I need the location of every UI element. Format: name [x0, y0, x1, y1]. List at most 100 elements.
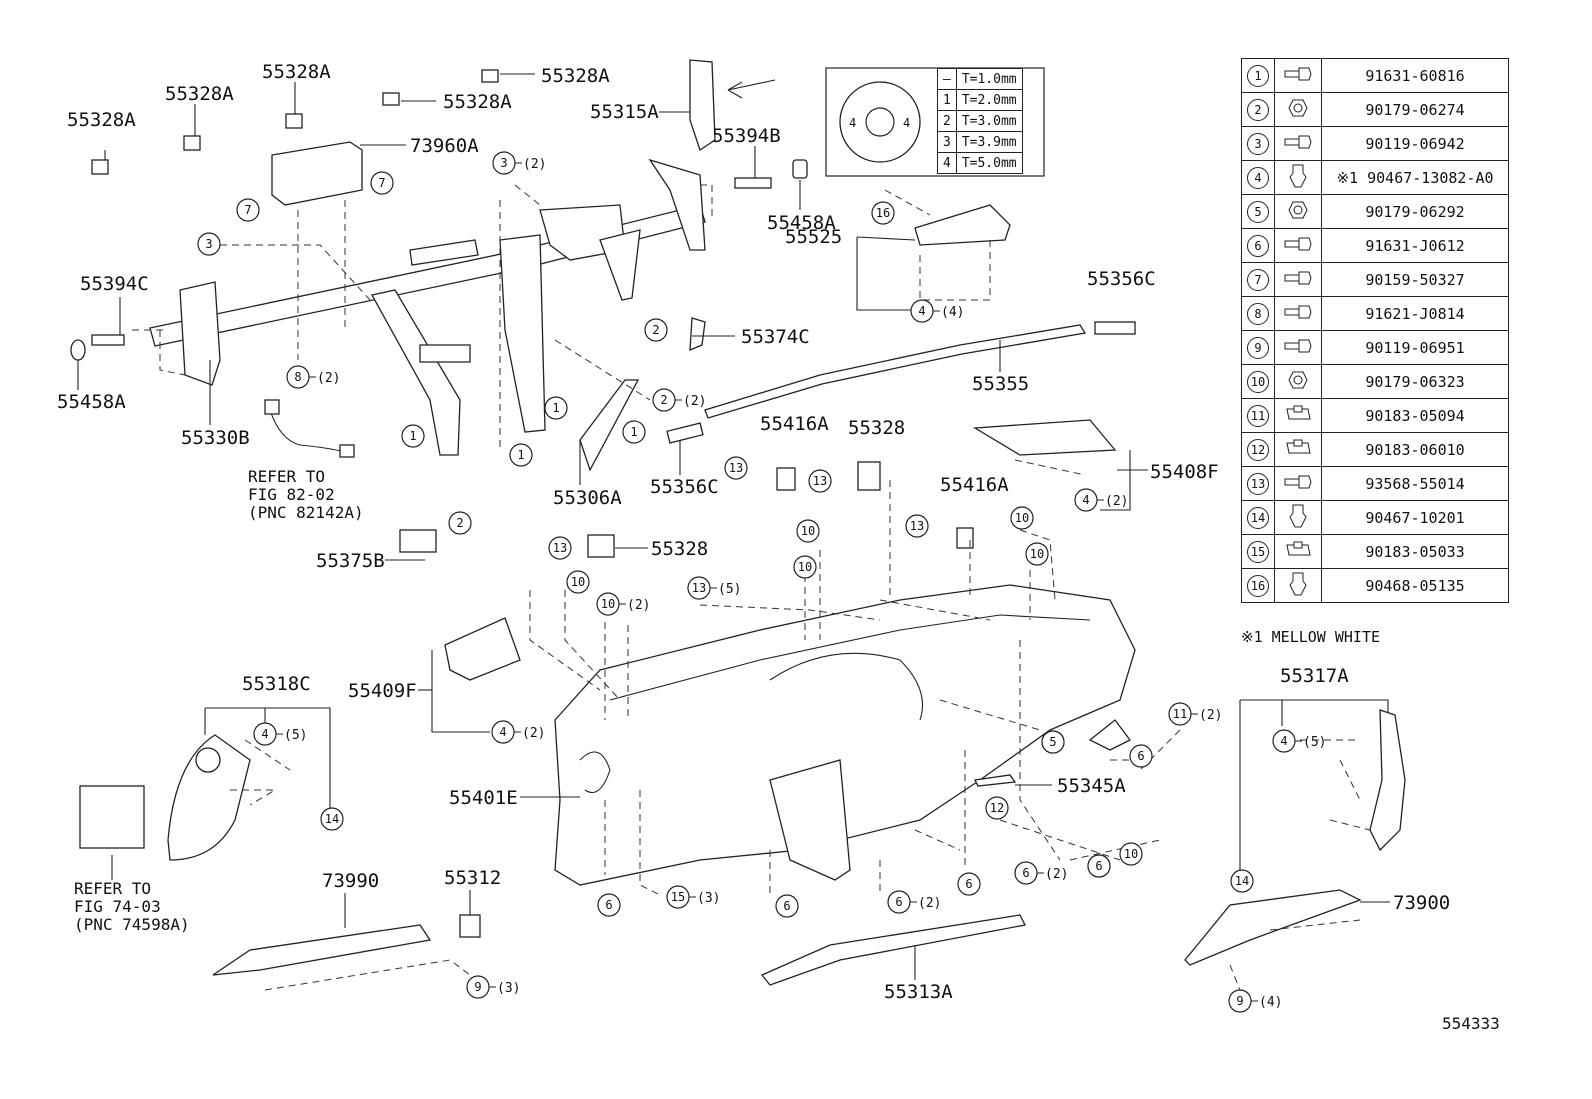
part-label: 55416A [760, 413, 829, 435]
callout-marker: 2 [448, 511, 472, 535]
part-label: 55328 [651, 538, 708, 560]
part-label: 55328A [165, 83, 234, 105]
washer-key: 3 [937, 131, 957, 153]
fastener-key: 9 [1247, 336, 1269, 359]
callout-marker: 6 [957, 872, 981, 896]
callout-number: 4 [499, 725, 506, 739]
washer-key: 4 [937, 152, 957, 174]
fastener-part-number: 91621-J0814 [1321, 296, 1509, 331]
callout-marker: 12 [985, 796, 1009, 820]
fastener-key-cell: 15 [1241, 534, 1275, 569]
callout-number: 6 [1095, 859, 1102, 873]
fastener-key-cell: 5 [1241, 194, 1275, 229]
fastener-key-cell: 12 [1241, 432, 1275, 467]
fastener-part-number: 90119-06951 [1321, 330, 1509, 365]
bolt-icon [1274, 330, 1322, 365]
fastener-key-cell: 14 [1241, 500, 1275, 535]
fastener-key: 14 [1247, 506, 1269, 529]
callout-number: 6 [895, 895, 902, 909]
callout-marker: 13 [548, 536, 572, 560]
refer-note-line: (PNC 74598A) [74, 915, 190, 934]
callout-circle [1129, 744, 1153, 768]
callout-marker: 10 [1025, 542, 1049, 566]
part-label: 73990 [322, 870, 379, 892]
bolt-icon [1274, 58, 1322, 93]
callout-circle [957, 872, 981, 896]
washer-thickness: T=2.0mm [955, 89, 1023, 111]
callout-marker: 6 [775, 894, 799, 918]
part-label: 55330B [181, 427, 250, 449]
part-label: 55313A [884, 981, 953, 1003]
fastener-row: 4※1 90467-13082-A0 [1241, 160, 1509, 195]
fastener-key-cell: 16 [1241, 568, 1275, 603]
callout-circle [808, 469, 832, 493]
clip-nut-icon [1274, 432, 1322, 467]
fastener-key-cell: 7 [1241, 262, 1275, 297]
fastener-row: 16 90468-05135 [1241, 568, 1509, 603]
part-label: 55328A [443, 91, 512, 113]
callout-marker: 14 [320, 807, 344, 831]
callout-marker: 7 [370, 171, 394, 195]
callout-number: 3 [205, 237, 212, 251]
callout-number: 11 [1173, 707, 1187, 721]
fastener-key-cell: 6 [1241, 228, 1275, 263]
washer-icon [839, 81, 921, 163]
callout-quantity: (2) [1105, 494, 1128, 509]
callout-marker: 6 [597, 893, 621, 917]
callout-marker: 1 [401, 424, 425, 448]
callout-number: 10 [601, 597, 615, 611]
callout-number: 16 [876, 206, 890, 220]
callout-number: 7 [244, 203, 251, 217]
refer-note-line: REFER TO [74, 879, 151, 898]
fastener-key: 12 [1247, 438, 1269, 461]
callout-number: 13 [553, 541, 567, 555]
callout-marker: 1 [622, 420, 646, 444]
bolt-icon [1274, 126, 1322, 161]
callout-quantity: (3) [697, 891, 720, 906]
callout-quantity: (5) [1303, 735, 1326, 750]
refer-note-line: REFER TO [248, 467, 325, 486]
clip-nut-icon [1274, 534, 1322, 569]
instrument-panel [554, 584, 1136, 886]
callout-number: 10 [1015, 511, 1029, 525]
callout-number: 15 [671, 890, 685, 904]
callout-number: 8 [294, 370, 301, 384]
callout-quantity: (2) [1199, 708, 1222, 723]
part-label: 55328A [262, 61, 331, 83]
refer-note-line: FIG 82-02 [248, 485, 335, 504]
callout-number: 6 [605, 898, 612, 912]
fastener-key-cell: 4 [1241, 160, 1275, 195]
callout-number: 2 [652, 323, 659, 337]
callout-circle [448, 511, 472, 535]
part-label: 55401E [449, 787, 518, 809]
callout-number: 4 [1082, 493, 1089, 507]
callout-circle [1025, 542, 1049, 566]
callout-circle [566, 570, 590, 594]
callout-quantity: (2) [627, 598, 650, 613]
callout-number: 1 [409, 429, 416, 443]
callout-number: 1 [552, 401, 559, 415]
callout-circle [905, 514, 929, 538]
callout-circle [370, 171, 394, 195]
callout-marker: 6(2) [1014, 861, 1068, 885]
component-shapes [70, 59, 1406, 986]
fastener-part-number: 90468-05135 [1321, 568, 1509, 603]
part-label: 73960A [410, 135, 479, 157]
callout-number: 12 [990, 801, 1004, 815]
callout-marker: 6(2) [887, 890, 941, 914]
callout-circle [1087, 854, 1111, 878]
callout-circle [622, 420, 646, 444]
part-label: 55312 [444, 867, 501, 889]
washer-thickness: T=3.9mm [955, 131, 1023, 153]
callout-number: 13 [729, 461, 743, 475]
callout-marker: 6 [1087, 854, 1111, 878]
fastener-key: 6 [1247, 234, 1269, 257]
callout-marker: 1 [509, 443, 533, 467]
fastener-part-number: 90467-10201 [1321, 500, 1509, 535]
fastener-key-cell: 3 [1241, 126, 1275, 161]
defroster-nozzle-strip [704, 324, 1087, 419]
